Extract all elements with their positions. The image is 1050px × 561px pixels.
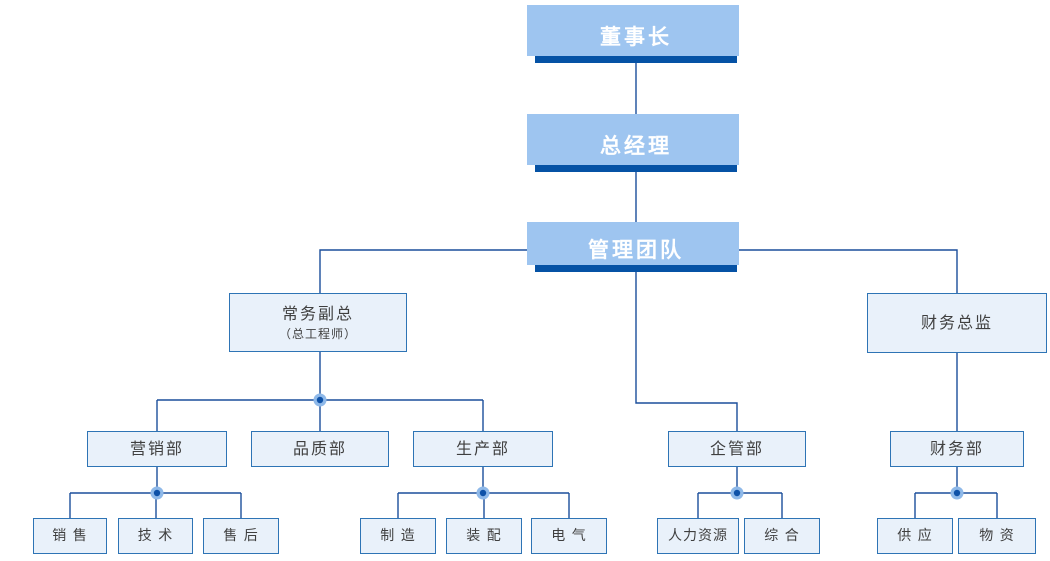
org-node-label: 售 后 (223, 527, 259, 544)
org-node-label: 生产部 (455, 439, 510, 459)
org-node-label: 装 配 (466, 527, 502, 544)
org-node-label: 常务副总 (281, 303, 354, 323)
org-node-supply[interactable]: 供 应 (877, 518, 953, 554)
org-node-management-team[interactable]: 管理团队 (527, 222, 739, 272)
org-node-quality-dept[interactable]: 品质部 (251, 431, 389, 467)
connector-line (635, 272, 738, 431)
org-node-label: 财务总监 (920, 313, 993, 332)
junction-dot (476, 486, 490, 500)
org-node-label: 总经理 (600, 133, 672, 158)
org-node-technology[interactable]: 技 术 (118, 518, 193, 554)
org-node-enterprise-mgmt-dept[interactable]: 企管部 (668, 431, 806, 467)
org-node-label: 营销部 (129, 439, 184, 459)
org-node-label: 制 造 (380, 527, 416, 544)
org-node-chairman[interactable]: 董事长 (527, 5, 739, 63)
org-node-label: 销 售 (52, 527, 88, 544)
org-node-label: 财务部 (929, 439, 984, 459)
org-node-label: 供 应 (897, 527, 933, 544)
org-node-assembly[interactable]: 装 配 (446, 518, 522, 554)
org-node-label: 董事长 (600, 24, 672, 49)
junction-dot (313, 393, 327, 407)
connector-line (737, 249, 958, 293)
org-node-label: 物 资 (979, 527, 1015, 544)
org-node-sales[interactable]: 销 售 (33, 518, 107, 554)
org-node-label: 电 气 (551, 527, 587, 544)
org-node-finance-director[interactable]: 财务总监 (867, 293, 1047, 353)
org-node-general-affairs[interactable]: 综 合 (744, 518, 820, 554)
org-node-general-manager[interactable]: 总经理 (527, 114, 739, 172)
junction-dot (150, 486, 164, 500)
org-node-marketing-dept[interactable]: 营销部 (87, 431, 227, 467)
org-node-executive-vp[interactable]: 常务副总 （总工程师） (229, 293, 407, 352)
org-node-label: 综 合 (764, 527, 800, 544)
org-node-materials[interactable]: 物 资 (958, 518, 1036, 554)
org-node-production-dept[interactable]: 生产部 (413, 431, 553, 467)
org-node-label: 人力资源 (668, 527, 728, 544)
org-node-manufacturing[interactable]: 制 造 (360, 518, 436, 554)
org-node-label: 品质部 (292, 439, 347, 459)
junction-dot (730, 486, 744, 500)
org-node-human-resources[interactable]: 人力资源 (657, 518, 739, 554)
org-node-after-sales[interactable]: 售 后 (203, 518, 279, 554)
org-node-label: 企管部 (709, 439, 764, 459)
junction-dot (950, 486, 964, 500)
connector-line (319, 249, 535, 293)
org-node-label: 技 术 (137, 527, 174, 544)
org-node-electrical[interactable]: 电 气 (531, 518, 607, 554)
org-node-sublabel: （总工程师） (278, 326, 357, 341)
org-node-label: 管理团队 (588, 237, 684, 262)
org-node-finance-dept[interactable]: 财务部 (890, 431, 1024, 467)
